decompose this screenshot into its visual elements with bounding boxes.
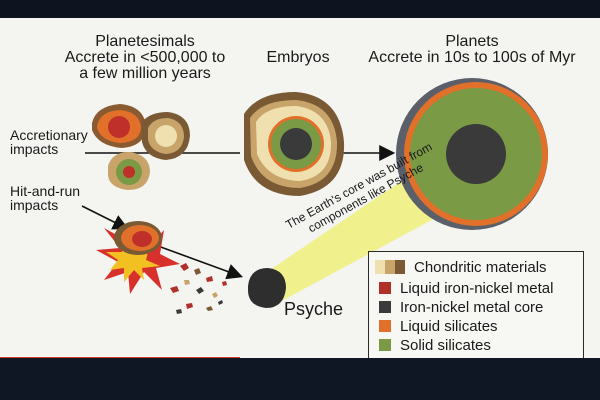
header-planetesimals: Planetesimals Accrete in <500,000 to a f… — [60, 34, 230, 82]
header-planetesimals-line-2: Accrete in <500,000 to — [64, 49, 226, 66]
legend-item-solid-silicates: Solid silicates — [379, 336, 491, 354]
legend-swatch-metal-core — [379, 301, 391, 313]
psyche-body — [248, 268, 286, 308]
label-hit-and-run-impacts: Hit-and-run impacts — [10, 184, 80, 212]
header-planets: Planets Accrete in 10s to 100s of Myr — [362, 34, 582, 66]
legend-swatch-liquid-silicates — [379, 320, 391, 332]
header-planets-title: Planets — [445, 33, 499, 50]
label-accretionary-impacts: Accretionary impacts — [10, 128, 88, 156]
legend-label-solid-silicates: Solid silicates — [400, 336, 491, 354]
debris-fragments — [170, 263, 227, 314]
video-bottom-bar — [0, 358, 600, 400]
legend-label-liquid-silicates: Liquid silicates — [400, 317, 498, 335]
embryo-body — [244, 92, 345, 196]
legend-label-metal-core: Iron-nickel metal core — [400, 298, 544, 316]
planet-body — [396, 78, 548, 230]
diagram-graphics — [0, 18, 600, 360]
header-planets-subtitle: Accrete in 10s to 100s of Myr — [368, 49, 576, 66]
legend-item-liquid-silicates: Liquid silicates — [379, 317, 498, 335]
legend-item-metal-core: Iron-nickel metal core — [379, 298, 543, 316]
slide-canvas: The Earth's core was built from componen… — [0, 18, 600, 360]
label-accretionary-line-2: impacts — [10, 141, 59, 157]
label-psyche: Psyche — [284, 299, 344, 319]
hit-run-arrow-out — [157, 245, 244, 280]
legend-item-liquid-metal: Liquid iron-nickel metal — [379, 279, 553, 297]
legend-swatch-liquid-metal — [379, 282, 391, 294]
collision-burst — [96, 221, 180, 294]
legend-label-chondritic: Chondritic materials — [414, 258, 547, 276]
header-planetesimals-title: Planetesimals — [95, 33, 195, 50]
legend-label-liquid-metal: Liquid iron-nickel metal — [400, 279, 554, 297]
planetesimal-chondrite — [142, 112, 190, 160]
legend: Chondritic materials Liquid iron-nickel … — [368, 251, 584, 360]
header-embryos: Embryos — [266, 49, 330, 66]
label-accretionary-line-1: Accretionary — [10, 127, 88, 143]
planetesimal-iron — [92, 104, 146, 148]
label-hit-and-run-line-1: Hit-and-run — [10, 183, 81, 199]
hit-run-arrow-in — [81, 205, 129, 230]
header-planetesimals-line-3: a few million years — [79, 65, 211, 82]
planetesimal-silicate — [108, 152, 150, 190]
label-hit-and-run-line-2: impacts — [10, 197, 59, 213]
legend-swatch-solid-silicates — [379, 339, 391, 351]
legend-item-chondritic: Chondritic materials — [375, 258, 547, 276]
legend-swatch-chondritic — [375, 260, 405, 274]
